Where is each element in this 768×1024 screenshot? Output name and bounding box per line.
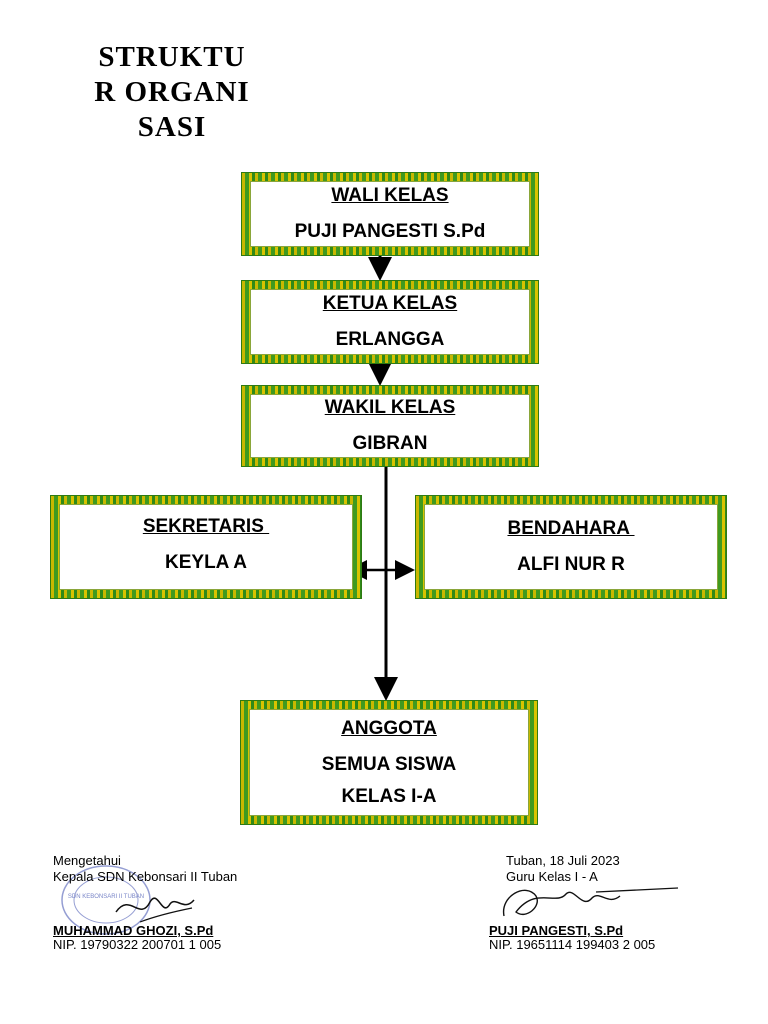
sekretaris-name: KEYLA A	[165, 552, 247, 573]
wakil-kelas-name: GIBRAN	[352, 433, 428, 454]
footer-left-name: MUHAMMAD GHOZI, S.Pd	[53, 923, 214, 938]
footer-right-line1: Tuban, 18 Juli 2023	[506, 853, 620, 868]
footer-right-line2: Guru Kelas I - A	[506, 869, 598, 884]
footer-left-line1: Mengetahui	[53, 853, 121, 868]
wali-kelas-role: WALI KELAS	[331, 185, 449, 206]
ketua-kelas-name: ERLANGGA	[335, 329, 445, 350]
footer-left-line2: Kepala SDN Kebonsari II Tuban	[53, 869, 238, 884]
ketua-kelas-role: KETUA KELAS	[322, 293, 458, 314]
anggota-line1: SEMUA SISWA	[321, 753, 457, 775]
footer-right-name: PUJI PANGESTI, S.Pd	[489, 923, 624, 938]
box-ketua-kelas: KETUA KELAS ERLANGGA	[241, 280, 539, 364]
anggota-role: ANGGOTA	[341, 717, 437, 739]
wakil-kelas-role: WAKIL KELAS	[324, 397, 456, 418]
signature-right-icon	[503, 887, 679, 917]
wali-kelas-name: PUJI PANGESTI S.Pd	[294, 221, 486, 242]
page-title: STRUKTUR ORGANISASI	[94, 41, 250, 143]
box-wakil-kelas: WAKIL KELAS GIBRAN	[241, 385, 539, 467]
box-wali-kelas: WALI KELAS PUJI PANGESTI S.Pd	[241, 172, 539, 256]
bendahara-name: ALFI NUR R	[517, 554, 625, 575]
title-area: STRUKTUR ORGANISASI	[88, 40, 256, 158]
sekretaris-role: SEKRETARIS	[142, 516, 270, 537]
box-sekretaris: SEKRETARIS KEYLA A	[50, 495, 362, 599]
footer-left-nip: NIP. 19790322 200701 1 005	[53, 937, 222, 952]
box-bendahara: BENDAHARA ALFI NUR R	[415, 495, 727, 599]
box-anggota: ANGGOTA SEMUA SISWA KELAS I-A	[240, 700, 538, 825]
anggota-line2: KELAS I-A	[341, 785, 437, 807]
bendahara-role: BENDAHARA	[507, 518, 635, 539]
footer-right-nip: NIP. 19651114 199403 2 005	[489, 937, 656, 952]
stamp-text: SDN KEBONSARI II TUBAN	[68, 894, 144, 900]
school-stamp: SDN KEBONSARI II TUBAN	[61, 865, 151, 935]
signature-left-icon	[115, 897, 195, 923]
